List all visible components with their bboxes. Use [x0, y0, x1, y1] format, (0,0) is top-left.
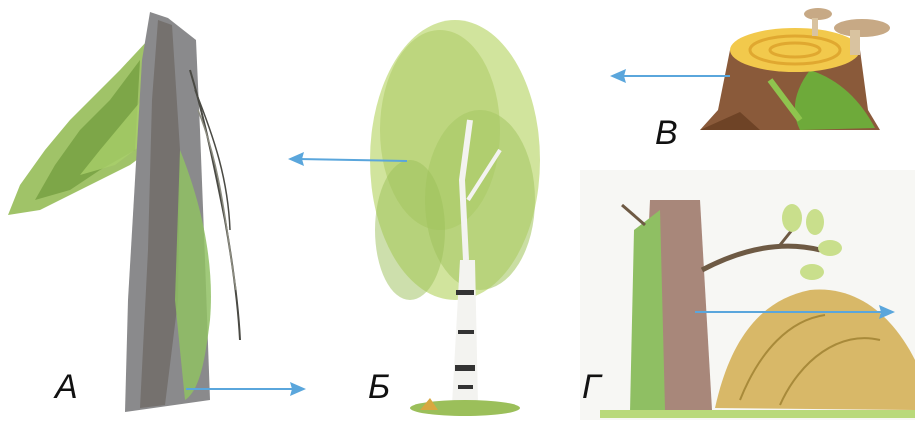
- label-b: Б: [368, 370, 390, 404]
- label-a: А: [55, 370, 78, 404]
- birch-tree-picture: [370, 20, 540, 416]
- tree-with-anthill-picture: [580, 170, 915, 420]
- arrow-icon: [610, 69, 730, 83]
- stump-picture: [700, 8, 890, 130]
- fir-tree-trunk-picture: [8, 12, 240, 412]
- label-v: В: [655, 116, 678, 150]
- label-g: Г: [582, 370, 601, 404]
